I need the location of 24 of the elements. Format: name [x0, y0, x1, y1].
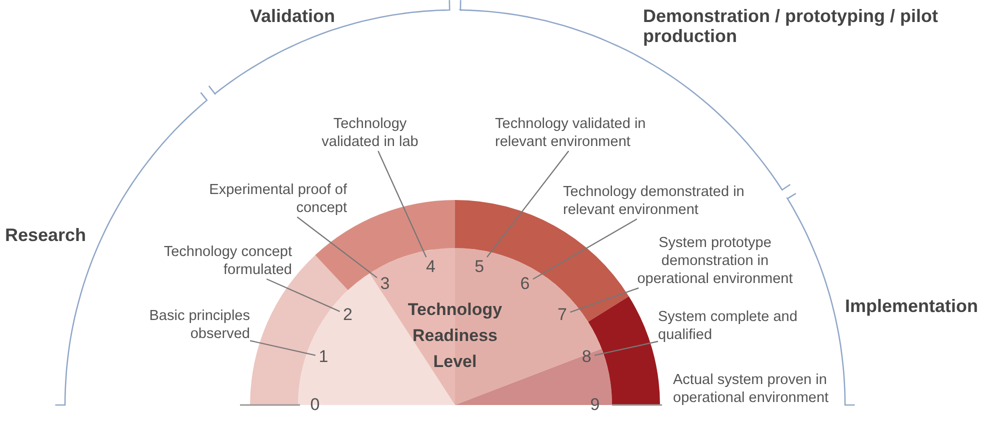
level-description: Technology validated in lab	[320, 115, 420, 151]
level-number: 6	[517, 274, 533, 294]
phase-label: Validation	[250, 6, 336, 26]
level-description: Actual system proven in operational environment	[673, 371, 848, 407]
phase-label: Demonstration / prototyping / pilot production	[643, 6, 939, 46]
level-description: Technology demonstrated in relevant environment	[563, 183, 773, 219]
level-number: 7	[554, 305, 570, 325]
phase-label: Research	[5, 225, 88, 245]
level-number: 2	[340, 305, 356, 325]
level-description: System prototype demonstration in operational environment	[630, 234, 800, 288]
level-description: Technology concept formulated	[160, 243, 292, 279]
level-number: 3	[377, 274, 393, 294]
level-description: Experimental proof of concept	[200, 181, 347, 217]
level-description: Basic principles observed	[110, 307, 250, 343]
level-description: System complete and qualified	[658, 308, 798, 344]
level-number: 0	[307, 395, 323, 415]
level-description: Technology validated in relevant environment	[495, 115, 670, 151]
leader-line	[266, 278, 340, 312]
level-number: 4	[422, 257, 439, 278]
level-number: 8	[578, 347, 595, 368]
phase-label: Implementation	[845, 296, 980, 316]
level-number: 5	[471, 257, 488, 278]
level-number: 1	[315, 347, 332, 368]
gauge-title: Technology Readiness Level	[406, 299, 504, 373]
